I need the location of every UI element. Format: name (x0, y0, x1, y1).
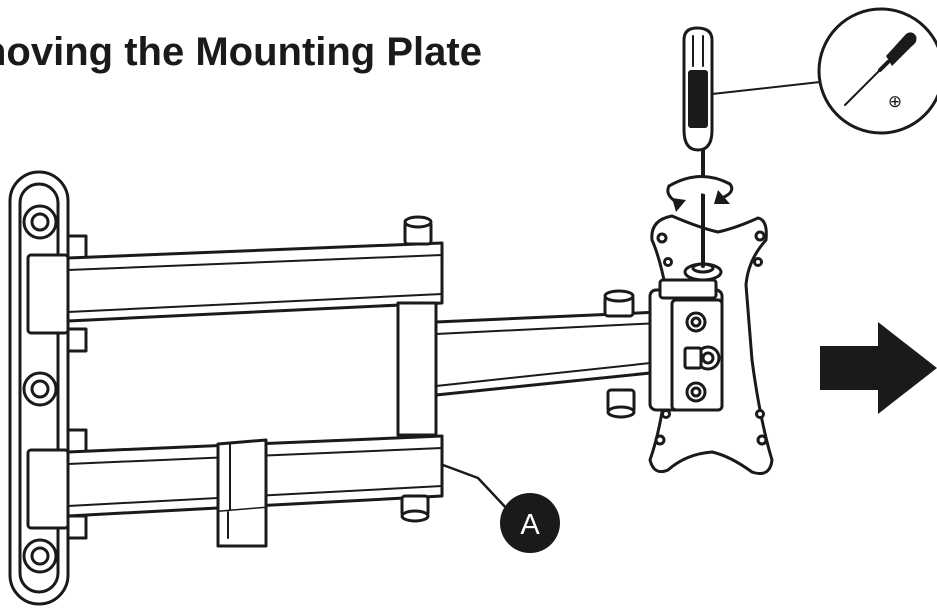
cable-clip (216, 438, 268, 548)
callout-a-label: A (520, 509, 540, 541)
extension-arm (434, 289, 662, 419)
callout-a (441, 463, 560, 553)
mounting-plate (648, 214, 774, 475)
wall-plate (8, 170, 70, 606)
upper-arm (66, 215, 444, 353)
tool-inset (817, 7, 937, 135)
phillips-symbol: ⊕ (888, 92, 902, 112)
page-title: noving the Mounting Plate (0, 30, 482, 74)
tool-leader-line (711, 81, 821, 95)
screwdriver (666, 26, 734, 268)
right-arrow-icon (820, 322, 937, 414)
pivot-post (396, 301, 438, 437)
